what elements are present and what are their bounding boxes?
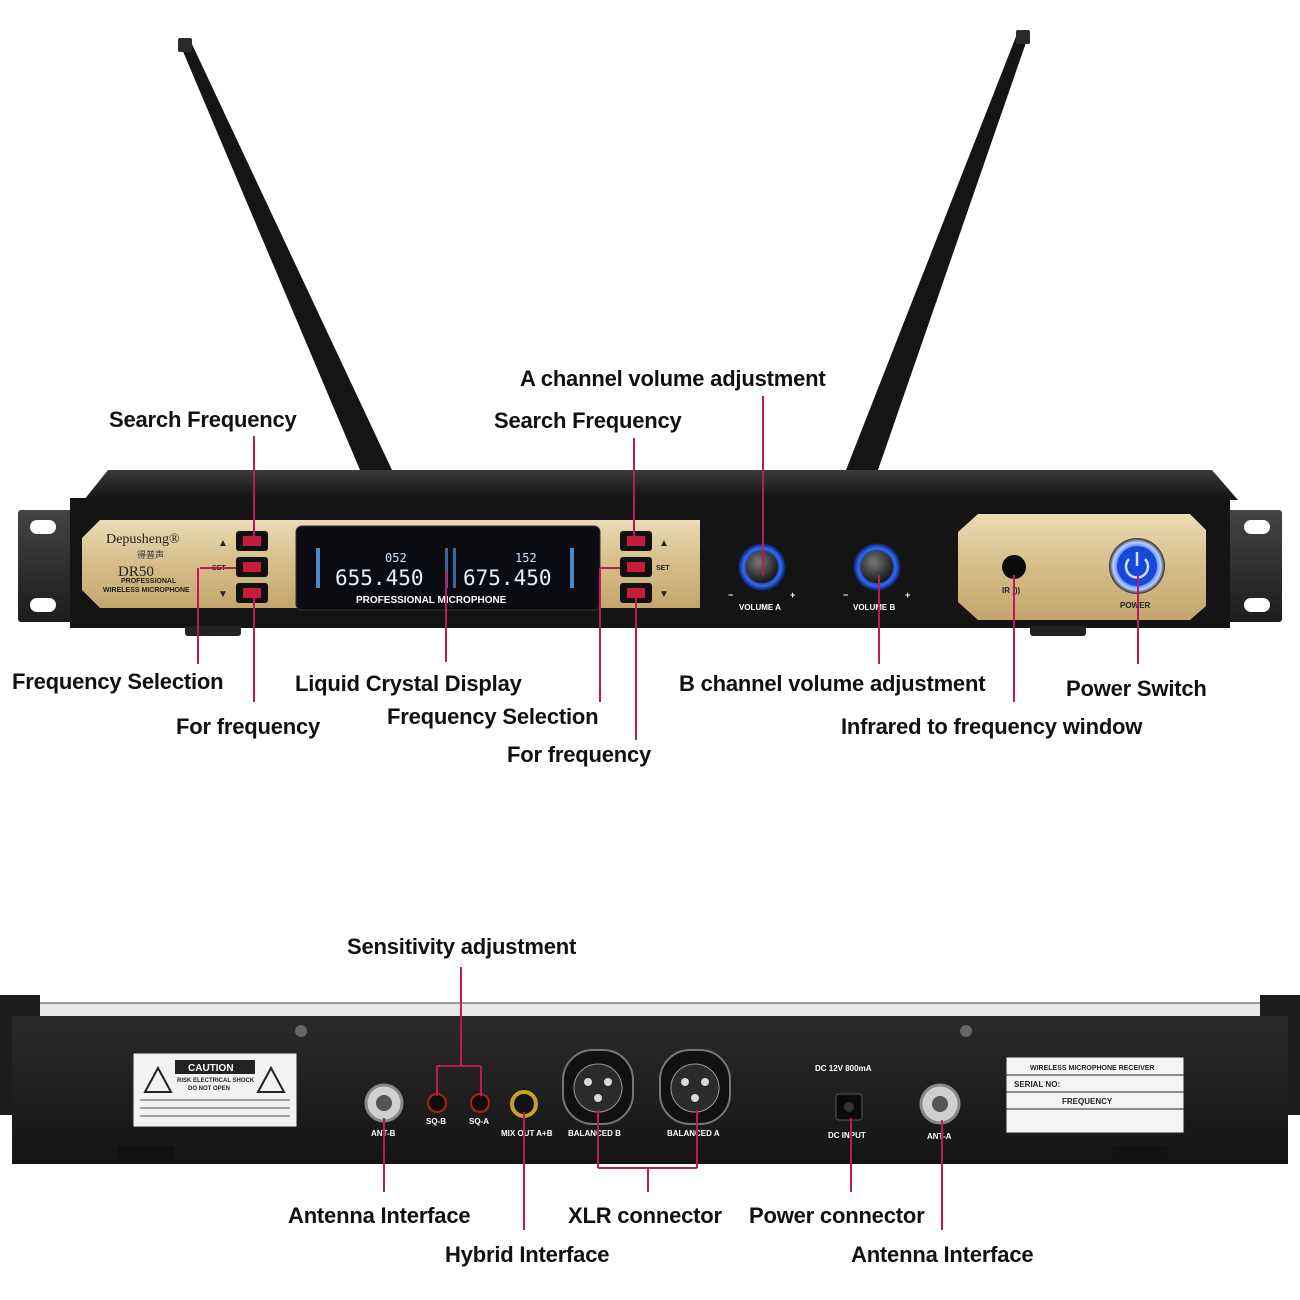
lcd-channel-a: 052 <box>385 551 407 565</box>
chassis-top <box>84 470 1238 500</box>
antenna-right <box>846 30 1030 470</box>
brand-name: Depusheng® <box>106 532 180 547</box>
lcd-frequency-a: 655.450 <box>335 566 424 590</box>
arrow-down-icon: ▼ <box>218 589 228 600</box>
callout-antenna-interface-right: Antenna Interface <box>851 1242 1034 1267</box>
callout-power-connector: Power connector <box>749 1203 925 1228</box>
sq-b-knob[interactable] <box>427 1093 447 1113</box>
callout-power-switch: Power Switch <box>1066 676 1207 701</box>
callout-a-channel-volume: A channel volume adjustment <box>520 366 826 391</box>
callout-xlr-connector: XLR connector <box>568 1203 722 1228</box>
lcd-channel-b: 152 <box>515 551 537 565</box>
ir-window <box>1002 555 1026 579</box>
set-label-right: SET <box>656 565 670 572</box>
callout-for-frequency-left: For frequency <box>176 714 321 739</box>
callout-search-frequency-left: Search Frequency <box>109 407 297 432</box>
callout-for-frequency-right: For frequency <box>507 742 652 767</box>
volume-b-label: VOLUME B <box>853 603 895 612</box>
arrow-down-icon: ▼ <box>659 589 669 600</box>
gold-panel-right <box>958 514 1206 620</box>
callout-sensitivity-adjustment: Sensitivity adjustment <box>347 934 577 959</box>
svg-text:+: + <box>905 590 910 600</box>
svg-text:−: − <box>728 590 733 600</box>
sq-b-label: SQ-B <box>426 1117 446 1126</box>
svg-text:+: + <box>790 590 795 600</box>
balanced-b-label: BALANCED B <box>568 1129 621 1138</box>
caution-sub-2: DO NOT OPEN <box>188 1086 230 1092</box>
brand-line-1: PROFESSIONAL <box>121 578 177 585</box>
lcd-caption: PROFESSIONAL MICROPHONE <box>356 595 507 606</box>
callout-b-channel-volume: B channel volume adjustment <box>679 671 986 696</box>
callout-infrared-window: Infrared to frequency window <box>841 714 1143 739</box>
serial-label: SERIAL NO: <box>1014 1080 1060 1089</box>
callout-hybrid-interface: Hybrid Interface <box>445 1242 610 1267</box>
volume-a-label: VOLUME A <box>739 603 781 612</box>
ant-a-label: ANT-A <box>927 1132 952 1141</box>
brand-name-cn: 得普声 <box>137 549 164 561</box>
rear-chassis-top <box>6 1002 1292 1019</box>
sq-a-label: SQ-A <box>469 1117 489 1126</box>
callout-frequency-selection-right: Frequency Selection <box>387 704 599 729</box>
model-number: DR50 <box>118 564 154 580</box>
lcd-frequency-b: 675.450 <box>463 566 552 590</box>
ir-label: IR ))) <box>1002 586 1021 595</box>
arrow-up-icon: ▲ <box>218 538 228 549</box>
antenna-left <box>178 38 392 470</box>
power-label: POWER <box>1120 601 1150 610</box>
balanced-a-label: BALANCED A <box>667 1129 720 1138</box>
dc-input-label: DC INPUT <box>828 1131 866 1140</box>
callout-frequency-selection-left: Frequency Selection <box>12 669 224 694</box>
callout-search-frequency-right: Search Frequency <box>494 408 682 433</box>
arrow-up-icon: ▲ <box>659 538 669 549</box>
mix-out-label: MIX OUT A+B <box>501 1129 553 1138</box>
svg-text:−: − <box>843 590 848 600</box>
receiver-info-label <box>1005 1056 1185 1134</box>
frequency-label: FREQUENCY <box>1062 1097 1113 1106</box>
caution-title: CAUTION <box>188 1063 234 1074</box>
dc-rating: DC 12V 800mA <box>815 1064 872 1073</box>
callout-antenna-interface-left: Antenna Interface <box>288 1203 471 1228</box>
brand-line-2: WIRELESS MICROPHONE <box>103 587 190 594</box>
leader-lines <box>197 396 1139 1230</box>
sq-a-knob[interactable] <box>470 1093 490 1113</box>
caution-sub-1: RISK ELECTRICAL SHOCK <box>177 1078 255 1084</box>
callout-liquid-crystal-display: Liquid Crystal Display <box>295 671 522 696</box>
receiver-info-title: WIRELESS MICROPHONE RECEIVER <box>1030 1065 1154 1072</box>
